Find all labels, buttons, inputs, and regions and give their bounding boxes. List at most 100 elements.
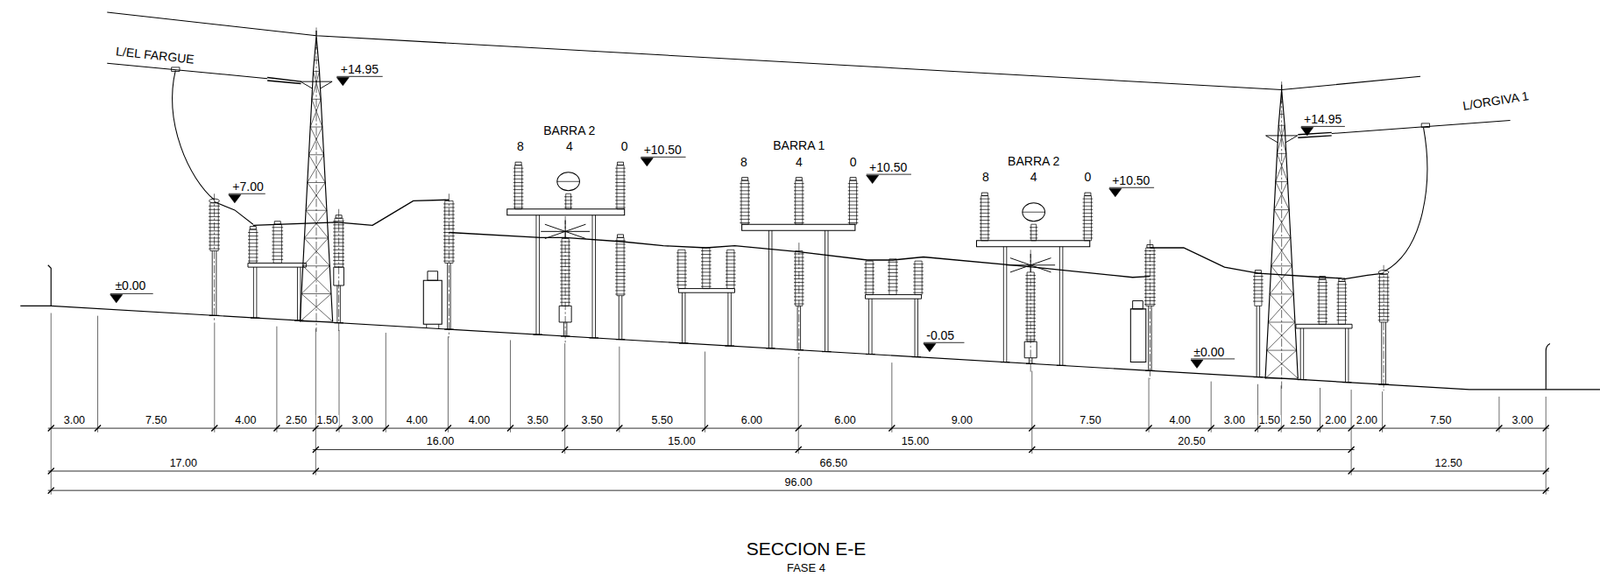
jumper bbox=[1341, 273, 1384, 280]
insulator bbox=[863, 261, 875, 295]
fence-post bbox=[48, 265, 51, 307]
dimension-value: 4.00 bbox=[467, 415, 491, 427]
insulator bbox=[725, 249, 737, 289]
line-trap bbox=[557, 172, 581, 192]
axis-line bbox=[338, 209, 340, 332]
column-base bbox=[912, 356, 921, 358]
phase-number: 8 bbox=[739, 155, 749, 169]
support-column bbox=[681, 292, 685, 344]
insulator bbox=[615, 237, 626, 296]
level-triangle bbox=[640, 158, 653, 167]
dimension-value: 1.50 bbox=[1258, 415, 1282, 427]
dimension-tick bbox=[48, 468, 1550, 475]
dimension-value: 2.50 bbox=[284, 415, 308, 427]
level-line bbox=[336, 76, 383, 78]
busbar-beam bbox=[976, 240, 1090, 248]
dimension-tick bbox=[312, 446, 1355, 454]
dimension-value: 1.50 bbox=[315, 415, 339, 427]
column-base bbox=[294, 319, 304, 321]
dimension-line bbox=[48, 490, 1550, 492]
insulator bbox=[615, 165, 626, 210]
dimension-value: 2.00 bbox=[1323, 415, 1347, 427]
control-cabinet-top bbox=[1132, 301, 1144, 310]
column-base bbox=[1056, 365, 1066, 367]
dimension-value: 7.50 bbox=[144, 415, 168, 427]
support-column bbox=[1345, 328, 1348, 383]
line-clamp bbox=[1421, 123, 1430, 128]
terminal bbox=[849, 177, 857, 181]
axis-line bbox=[316, 27, 318, 332]
terminal bbox=[515, 162, 522, 165]
line-conductor bbox=[1331, 120, 1511, 134]
level-triangle bbox=[1109, 188, 1122, 197]
dimension-value: 3.00 bbox=[63, 415, 86, 427]
control-cabinet-top bbox=[427, 271, 439, 281]
axis-line bbox=[1030, 249, 1032, 372]
extension-line bbox=[50, 313, 1546, 496]
level-label: +14.95 bbox=[339, 63, 380, 76]
support-column bbox=[1059, 247, 1062, 367]
phase-number: 0 bbox=[849, 155, 858, 169]
level-label: +10.50 bbox=[868, 161, 908, 174]
column-base bbox=[250, 318, 260, 319]
column-base bbox=[1000, 361, 1010, 363]
dimension-value: 15.00 bbox=[900, 436, 930, 448]
dropper bbox=[172, 70, 215, 200]
jumper bbox=[214, 202, 254, 226]
axis-line bbox=[448, 193, 450, 338]
dimension-value: 4.00 bbox=[1168, 415, 1191, 427]
cabinet-legs bbox=[426, 324, 439, 329]
level-triangle bbox=[110, 295, 123, 304]
dimension-value: 3.50 bbox=[580, 415, 604, 427]
dimension-value: 17.00 bbox=[169, 458, 199, 470]
dimension-value: 2.50 bbox=[1288, 415, 1312, 427]
dimension-value: 3.50 bbox=[525, 415, 549, 427]
busbar-beam bbox=[742, 224, 856, 231]
level-label: +10.50 bbox=[643, 143, 683, 156]
section-title: SECCION E-E bbox=[745, 539, 868, 559]
insulator-string bbox=[267, 77, 301, 85]
phase-number: 4 bbox=[1029, 170, 1039, 184]
support-column bbox=[592, 215, 595, 339]
support-table bbox=[1295, 324, 1353, 329]
level-line bbox=[1301, 126, 1346, 128]
terminal bbox=[795, 177, 802, 181]
level-line bbox=[640, 156, 686, 158]
insulator bbox=[739, 180, 751, 225]
level-line bbox=[1190, 358, 1235, 360]
dimension-value: 3.00 bbox=[1510, 415, 1534, 427]
level-line bbox=[228, 193, 266, 195]
axis-line bbox=[1281, 81, 1282, 390]
dimension-value: 3.00 bbox=[1223, 415, 1247, 427]
column-base bbox=[615, 339, 625, 340]
busbar-name: BARRA 2 bbox=[1006, 155, 1061, 168]
busbar-beam bbox=[507, 209, 625, 216]
shield-wire bbox=[106, 12, 1421, 91]
support-column bbox=[253, 267, 256, 319]
insulator bbox=[271, 224, 284, 263]
terminal bbox=[249, 226, 256, 230]
axis-line bbox=[213, 193, 215, 322]
dimension-value: 5.50 bbox=[651, 415, 674, 427]
dimension-value: 7.50 bbox=[1078, 415, 1102, 427]
dimension-value: 66.50 bbox=[819, 458, 849, 470]
level-label: +10.50 bbox=[1111, 174, 1151, 187]
support-column bbox=[914, 298, 918, 357]
column-base bbox=[1342, 382, 1352, 383]
level-triangle bbox=[1190, 360, 1204, 369]
conductor bbox=[448, 233, 1150, 278]
line-trap-band bbox=[557, 181, 581, 183]
dimension-value: 6.00 bbox=[740, 415, 764, 427]
level-triangle bbox=[336, 77, 349, 86]
ground-line bbox=[20, 305, 1600, 390]
level-line bbox=[866, 174, 912, 176]
level-label: +14.95 bbox=[1302, 113, 1343, 126]
column-base bbox=[532, 334, 542, 336]
insulator bbox=[1083, 196, 1094, 241]
level-triangle bbox=[866, 175, 879, 184]
tower-leg bbox=[299, 35, 333, 322]
support-column bbox=[536, 215, 539, 335]
dimension-value: 6.00 bbox=[833, 415, 857, 427]
busbar-name: BARRA 2 bbox=[542, 124, 596, 137]
